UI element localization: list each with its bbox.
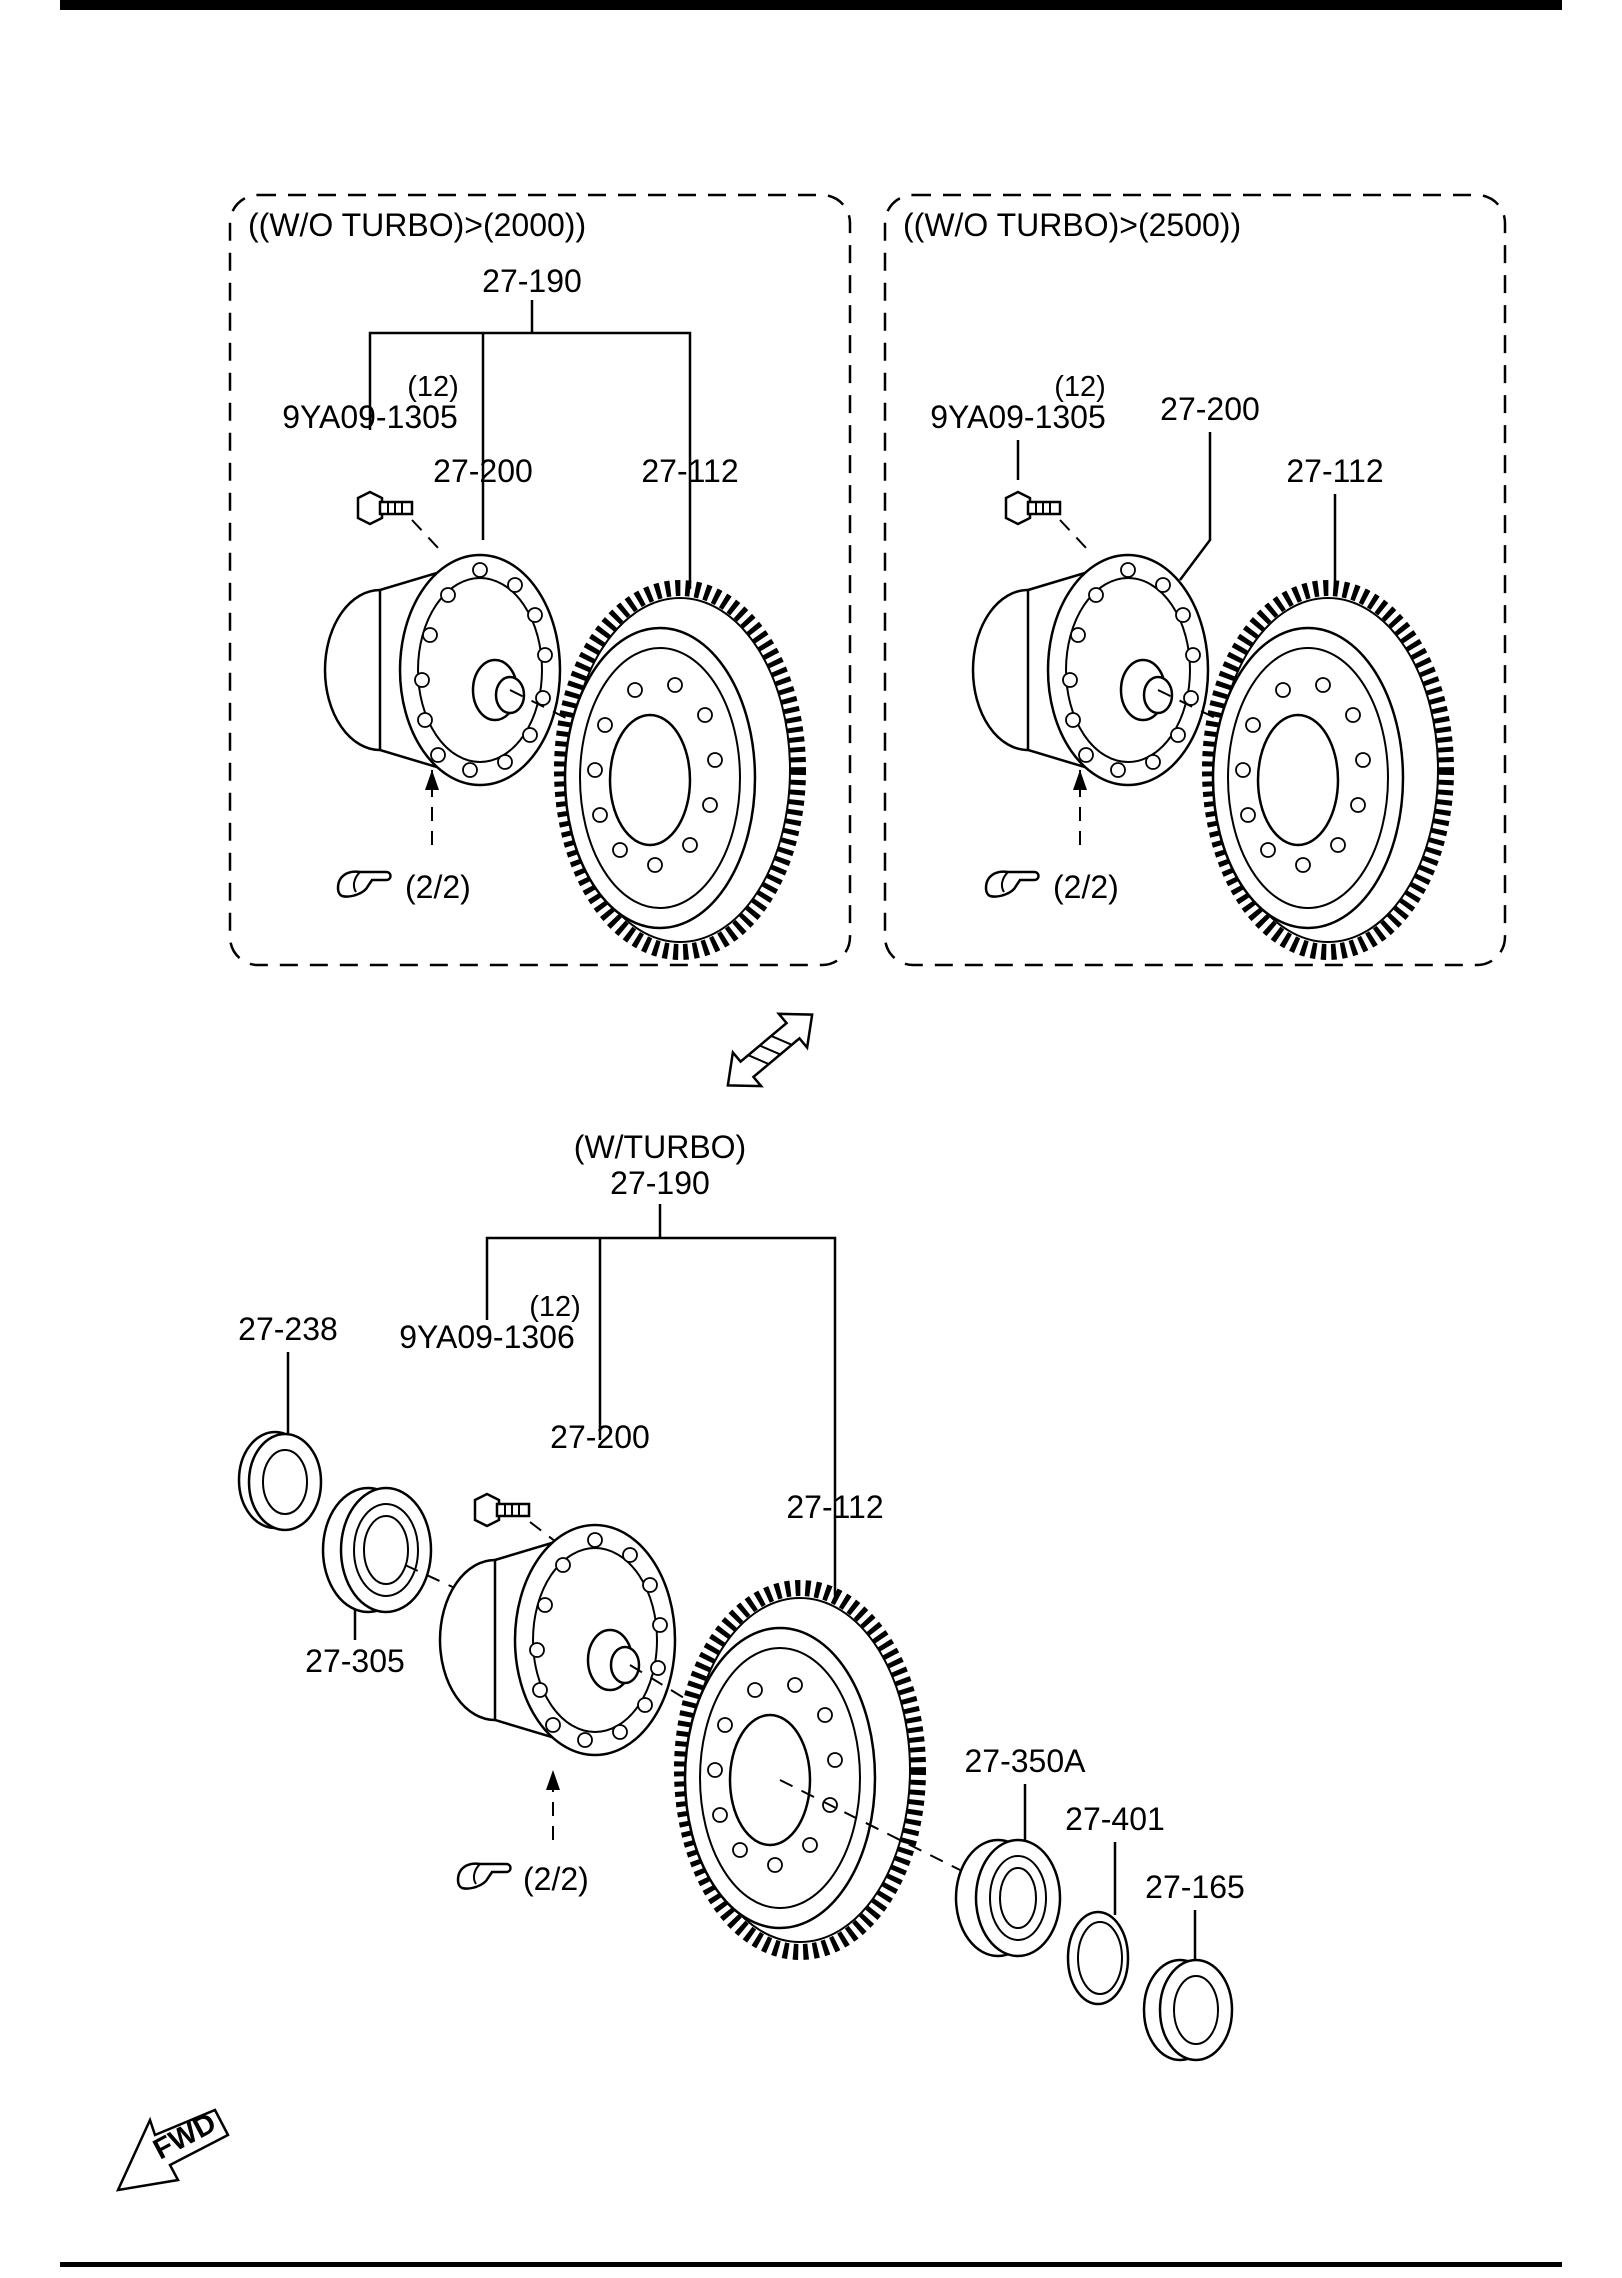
fwd-arrow-icon: FWD [115,2107,230,2192]
seal-right-label: 27-165 [1145,1869,1245,1905]
ring-gear-part-label: 27-112 [641,453,738,489]
case-part-label: 27-200 [433,453,533,489]
ring-gear-part-label: 27-112 [1286,453,1383,489]
ring-gear [682,1588,918,1952]
seal-right [1142,1958,1234,2062]
bolt-part [1004,490,1062,526]
bolt-qty-label: (12) [1054,371,1106,403]
hand-pointer-icon [984,870,1040,898]
hand-pointer-icon [456,1862,512,1890]
bottom-rule [60,2262,1562,2267]
variant-label: ((W/O TURBO)>(2500)) [903,207,1241,243]
panel-top-left: ((W/O TURBO)>(2000)) 27-190 (12) 9YA09-1… [228,193,852,967]
differential-case [323,553,562,787]
bearing-left [321,1486,433,1614]
seal-left [237,1430,323,1532]
top-rule [60,0,1562,10]
case-part-label: 27-200 [550,1419,650,1455]
bolt-part-label: 9YA09-1305 [930,399,1106,435]
reference-label: (2/2) [523,1861,589,1897]
assembly-label: 27-190 [610,1165,710,1201]
bearing-left-label: 27-305 [305,1643,405,1679]
bearing-right-label: 27-350A [965,1743,1087,1779]
panel-bottom: (W/TURBO) 27-190 (12) 9YA09-1306 27-200 … [237,1129,1245,2062]
shim [1066,1910,1130,2006]
reference-label: (2/2) [405,869,471,905]
bolt-qty-label: (12) [407,371,459,403]
ring-gear [1210,588,1446,952]
variant-label: (W/TURBO) [574,1129,746,1165]
case-part-label: 27-200 [1160,391,1260,427]
ring-gear-part-label: 27-112 [786,1489,883,1525]
panel-top-right: ((W/O TURBO)>(2500)) (12) 9YA09-1305 27-… [883,193,1507,967]
reference-label: (2/2) [1053,869,1119,905]
variant-label: ((W/O TURBO)>(2000)) [248,207,586,243]
seal-left-label: 27-238 [238,1311,338,1347]
interchange-arrow-icon [726,1012,814,1088]
ring-gear [562,588,798,952]
bolt-part-label: 9YA09-1306 [399,1319,575,1355]
differential-case [971,553,1210,787]
differential-case [438,1523,677,1757]
bearing-right [954,1838,1062,1958]
bolt-part [356,490,414,526]
bolt-part [473,1492,531,1528]
hand-pointer-icon [336,870,392,898]
bolt-qty-label: (12) [529,1291,581,1323]
shim-label: 27-401 [1065,1801,1165,1837]
assembly-label: 27-190 [482,263,582,299]
bolt-part-label: 9YA09-1305 [282,399,458,435]
